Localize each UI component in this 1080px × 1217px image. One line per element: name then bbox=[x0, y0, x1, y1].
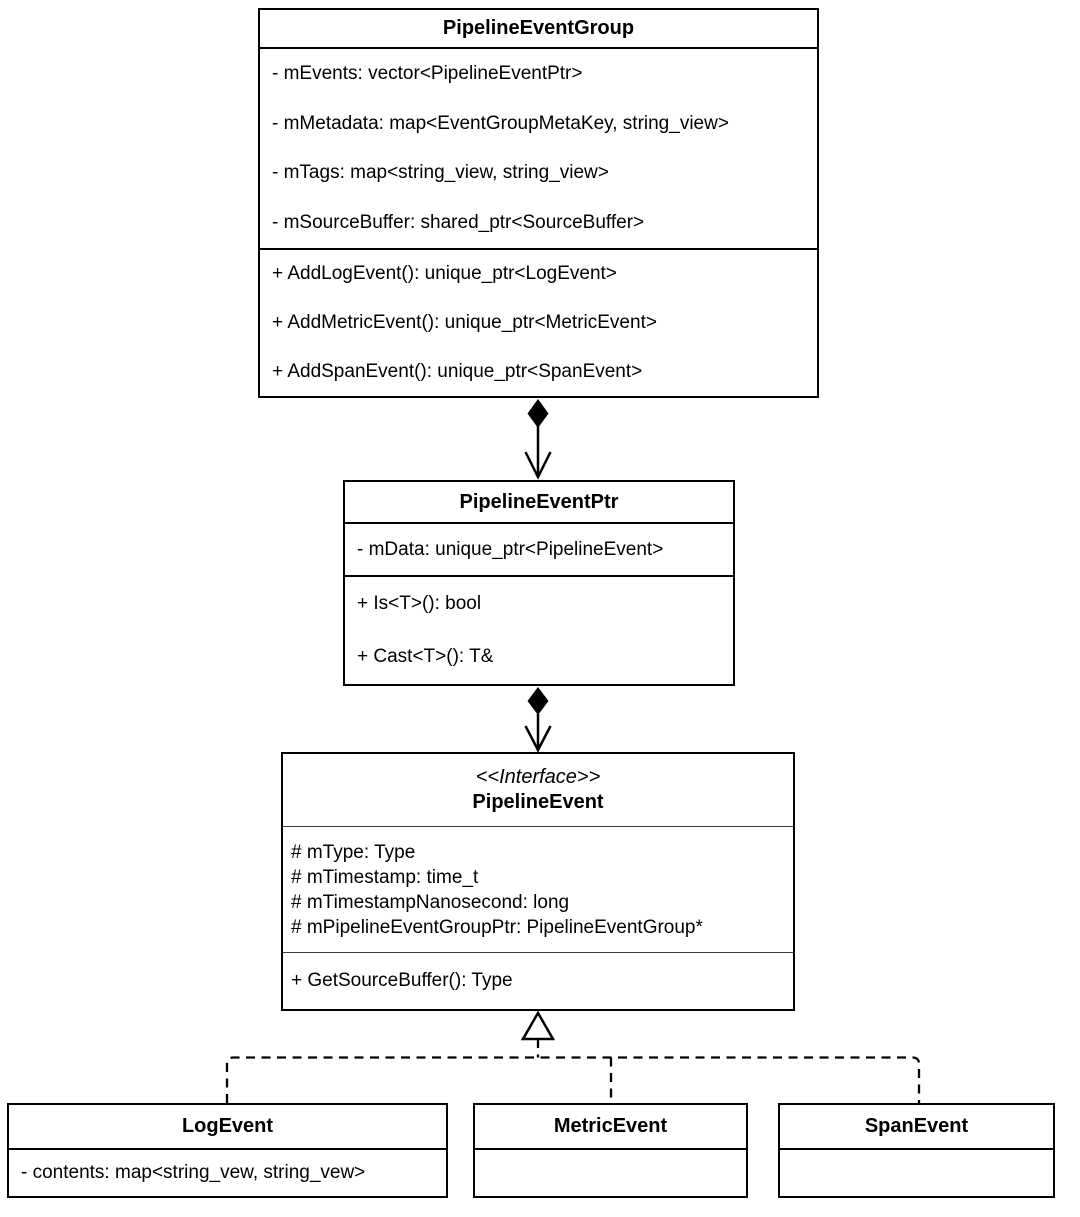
stereotype-label: <<Interface>> bbox=[475, 766, 601, 788]
attribute-row: # mTimestamp: time_t bbox=[291, 867, 479, 888]
attribute-row: - mTags: map<string_view, string_view> bbox=[272, 162, 609, 184]
class-title: PipelineEventGroup bbox=[260, 10, 817, 49]
attributes-compartment-empty bbox=[475, 1150, 746, 1196]
class-title: PipelineEventPtr bbox=[345, 482, 733, 524]
attributes-compartment: - contents: map<string_vew, string_vew> bbox=[9, 1150, 446, 1196]
composition-diamond-icon bbox=[527, 687, 549, 715]
attribute-row: - mData: unique_ptr<PipelineEvent> bbox=[357, 538, 664, 560]
attribute-row: # mPipelineEventGroupPtr: PipelineEventG… bbox=[291, 917, 703, 938]
class-box-pipelineeventptr: PipelineEventPtr - mData: unique_ptr<Pip… bbox=[343, 480, 735, 686]
open-arrowhead-icon bbox=[524, 725, 552, 753]
method-row: + AddLogEvent(): unique_ptr<LogEvent> bbox=[272, 263, 617, 285]
method-row: + GetSourceBuffer(): Type bbox=[291, 970, 513, 991]
methods-compartment: + Is<T>(): bool + Cast<T>(): T& bbox=[345, 577, 733, 684]
attribute-row: - mMetadata: map<EventGroupMetaKey, stri… bbox=[272, 112, 729, 134]
attribute-row: # mType: Type bbox=[291, 842, 416, 863]
class-name-label: PipelineEventPtr bbox=[459, 490, 619, 513]
class-name-label: PipelineEventGroup bbox=[442, 17, 635, 39]
class-title: MetricEvent bbox=[475, 1105, 746, 1150]
class-name-label: LogEvent bbox=[181, 1115, 274, 1137]
class-name-label: PipelineEvent bbox=[472, 791, 604, 813]
class-title: SpanEvent bbox=[780, 1105, 1053, 1150]
methods-compartment: + GetSourceBuffer(): Type bbox=[283, 953, 793, 1009]
method-row: + Is<T>(): bool bbox=[357, 592, 482, 614]
attributes-compartment: # mType: Type # mTimestamp: time_t # mTi… bbox=[283, 827, 793, 953]
class-box-metricevent: MetricEvent bbox=[473, 1103, 748, 1198]
class-name-label: MetricEvent bbox=[553, 1115, 668, 1137]
class-box-pipelineevent-interface: <<Interface>> PipelineEvent # mType: Typ… bbox=[281, 752, 795, 1011]
attribute-row: - contents: map<string_vew, string_vew> bbox=[21, 1162, 366, 1183]
method-row: + AddMetricEvent(): unique_ptr<MetricEve… bbox=[272, 311, 657, 333]
methods-compartment: + AddLogEvent(): unique_ptr<LogEvent> + … bbox=[260, 250, 817, 396]
attributes-compartment: - mData: unique_ptr<PipelineEvent> bbox=[345, 524, 733, 577]
class-name-label: SpanEvent bbox=[864, 1115, 969, 1137]
generalization-triangle-icon bbox=[520, 1010, 556, 1041]
open-arrowhead-icon bbox=[524, 451, 552, 480]
attribute-row: - mEvents: vector<PipelineEventPtr> bbox=[272, 62, 583, 84]
method-row: + Cast<T>(): T& bbox=[357, 646, 494, 668]
class-box-pipelineeventgroup: PipelineEventGroup - mEvents: vector<Pip… bbox=[258, 8, 819, 398]
class-title: <<Interface>> PipelineEvent bbox=[283, 754, 793, 827]
realization-connector-subclasses-to-event bbox=[225, 1010, 921, 1103]
composition-connector-group-to-ptr bbox=[524, 399, 552, 480]
class-title: LogEvent bbox=[9, 1105, 446, 1150]
attribute-row: - mSourceBuffer: shared_ptr<SourceBuffer… bbox=[272, 212, 645, 234]
method-row: + AddSpanEvent(): unique_ptr<SpanEvent> bbox=[272, 360, 643, 382]
attributes-compartment-empty bbox=[780, 1150, 1053, 1196]
class-box-logevent: LogEvent - contents: map<string_vew, str… bbox=[7, 1103, 448, 1198]
attribute-row: # mTimestampNanosecond: long bbox=[291, 892, 570, 913]
composition-diamond-icon bbox=[527, 399, 549, 428]
attributes-compartment: - mEvents: vector<PipelineEventPtr> - mM… bbox=[260, 49, 817, 250]
class-box-spanevent: SpanEvent bbox=[778, 1103, 1055, 1198]
composition-connector-ptr-to-event bbox=[524, 687, 552, 753]
